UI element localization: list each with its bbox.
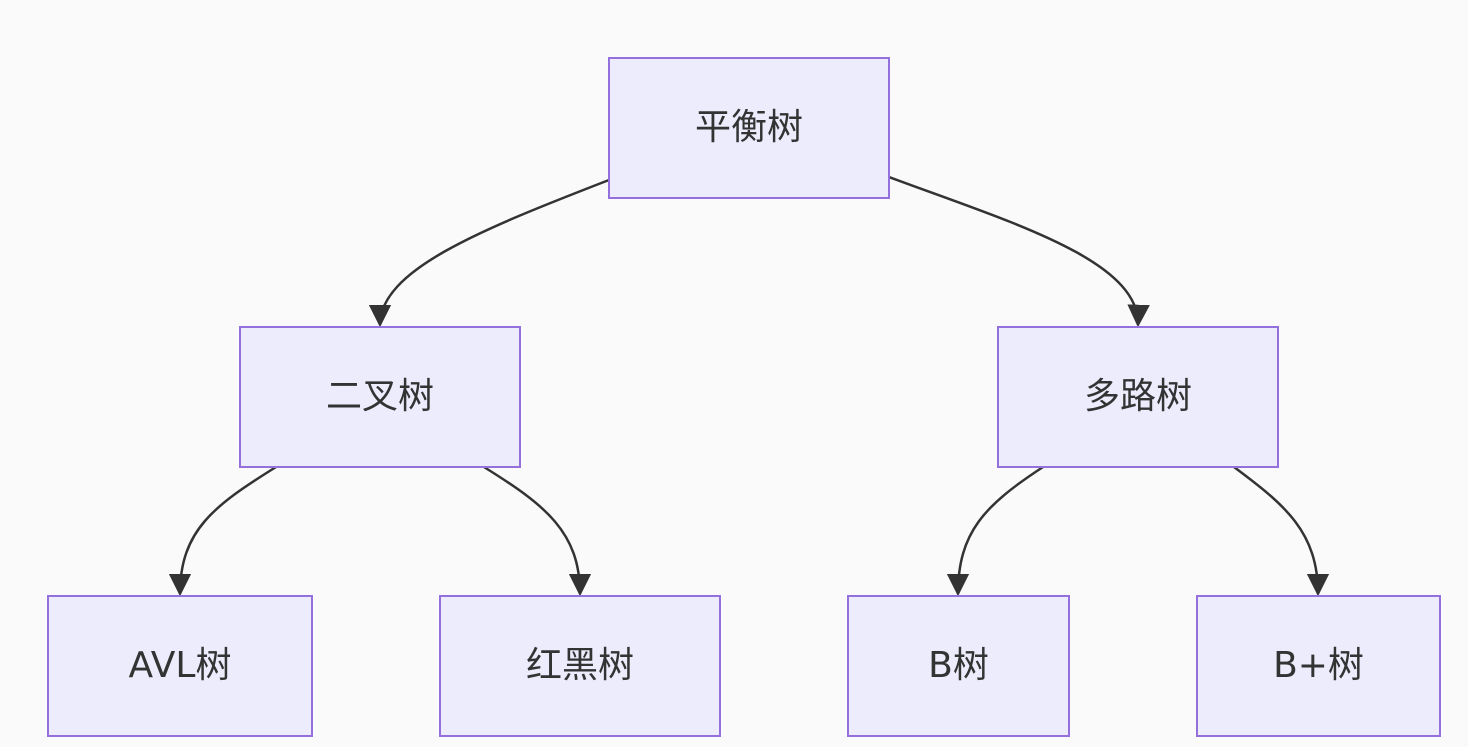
edge-binary-to-redblack: [483, 465, 592, 597]
node-b-tree[interactable]: B树: [847, 595, 1070, 737]
node-label: 多路树: [1083, 376, 1192, 417]
edge-root-to-binary: [368, 178, 610, 328]
node-label: B+树: [1273, 645, 1364, 686]
node-balanced-tree[interactable]: 平衡树: [608, 57, 890, 199]
node-multiway-tree[interactable]: 多路树: [997, 326, 1279, 468]
node-red-black-tree[interactable]: 红黑树: [439, 595, 721, 737]
node-label: 二叉树: [325, 376, 434, 417]
node-label: B树: [928, 645, 989, 686]
edge-multiway-to-b: [946, 465, 1044, 597]
edge-binary-to-avl: [168, 465, 277, 597]
node-label: 红黑树: [525, 645, 634, 686]
node-label: AVL树: [128, 645, 232, 686]
node-b-plus-tree[interactable]: B+树: [1196, 595, 1441, 737]
edge-root-to-multiway: [888, 175, 1150, 328]
node-avl-tree[interactable]: AVL树: [47, 595, 313, 737]
node-label: 平衡树: [694, 107, 803, 148]
edge-multiway-to-bplus: [1233, 465, 1330, 597]
node-binary-tree[interactable]: 二叉树: [239, 326, 521, 468]
